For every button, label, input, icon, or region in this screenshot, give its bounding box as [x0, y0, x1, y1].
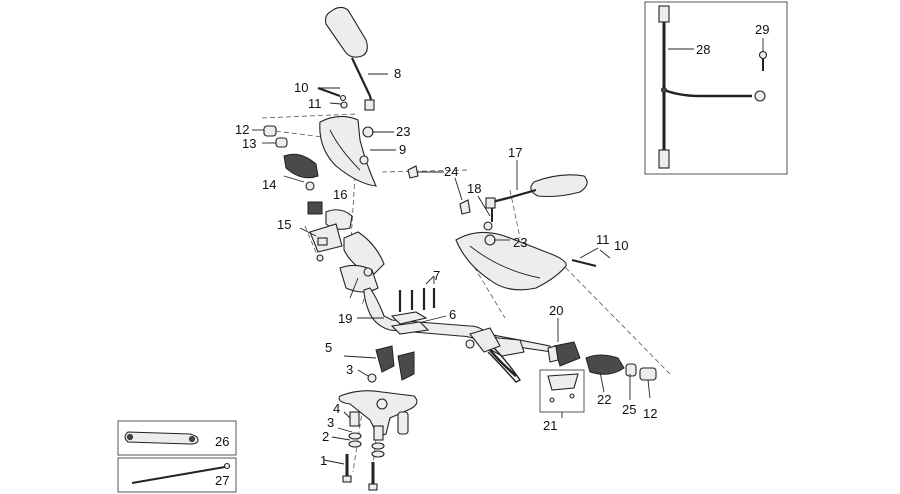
right-controls: [539, 318, 657, 418]
callout-8: 8: [394, 66, 401, 81]
left-lever-block: [339, 231, 385, 299]
triple-clamp: [338, 390, 418, 437]
inset-wiring-box: [644, 1, 788, 175]
screw-icon: [758, 50, 768, 60]
right-handguard: [455, 221, 611, 291]
callout-18: 18: [467, 181, 481, 196]
inset-cable-tie-box: [117, 457, 237, 493]
connector-top-icon: [658, 5, 670, 23]
washer-icon: [362, 126, 374, 138]
callout-17: 17: [508, 145, 522, 160]
right-brake-lever: [469, 327, 522, 383]
right-switch-icon: [553, 341, 581, 367]
callout-10-right: 10: [614, 238, 628, 253]
callout-24: 24: [444, 164, 458, 179]
callout-27: 27: [215, 473, 229, 488]
clamp-top-icon: [390, 311, 428, 325]
callout-12-left: 12: [235, 122, 249, 137]
callout-23-left: 23: [396, 124, 410, 139]
callout-3-lower: 3: [327, 415, 334, 430]
callout-4: 4: [333, 401, 340, 416]
callout-14: 14: [262, 177, 276, 192]
callout-15: 15: [277, 217, 291, 232]
callout-25: 25: [622, 402, 636, 417]
callout-13: 13: [242, 136, 256, 151]
handlebar-tube-icon: [363, 287, 553, 353]
handguard-left-icon: [319, 115, 377, 187]
callout-22: 22: [597, 392, 611, 407]
inset-tool-box: [117, 420, 237, 456]
callout-29: 29: [755, 22, 769, 37]
callout-28: 28: [696, 42, 710, 57]
right-grip-icon: [585, 354, 625, 375]
riser-left-icon: [375, 345, 395, 373]
callout-3-upper: 3: [346, 362, 353, 377]
callout-9: 9: [399, 142, 406, 157]
callout-12-right: 12: [643, 406, 657, 421]
handguard-right-icon: [455, 231, 567, 291]
spacer-icon: [349, 411, 360, 427]
callout-10-left: 10: [294, 80, 308, 95]
left-bolts: [317, 87, 348, 109]
spanner-icon: [124, 431, 199, 445]
wire-junction-icon: [661, 87, 667, 93]
callout-21: 21: [543, 418, 557, 433]
callout-11-right: 11: [596, 232, 610, 247]
callout-20: 20: [549, 303, 563, 318]
bar-end-right-icon: [639, 367, 657, 381]
callout-6: 6: [449, 307, 456, 322]
bar-end-weight-icon: [263, 125, 277, 137]
triple-clamp-icon: [338, 390, 418, 437]
cable-tie-icon: [223, 462, 231, 470]
part-24: [407, 165, 471, 215]
callout-23-right: 23: [513, 235, 527, 250]
callout-2: 2: [322, 429, 329, 444]
left-bar-end: [252, 125, 288, 148]
left-mirror: [324, 6, 388, 111]
callout-11-left: 11: [308, 96, 322, 111]
left-handguard: [319, 115, 396, 187]
callout-1: 1: [320, 453, 327, 468]
callout-26: 26: [215, 434, 229, 449]
left-grip-assembly: [283, 153, 353, 262]
callouts: 1 2 3 3 4 5 6 7 8 9 10 10 11 11 12 12 13…: [215, 22, 769, 488]
callout-5: 5: [325, 340, 332, 355]
right-mirror: [477, 160, 588, 222]
assembly-guides: [261, 113, 673, 473]
mirror-head-right-icon: [530, 174, 588, 198]
riser-right-icon: [397, 351, 415, 381]
switch-block-icon: [307, 201, 323, 215]
mirror-head-icon: [324, 6, 368, 58]
callout-7: 7: [433, 268, 440, 283]
bottom-fasteners: [323, 411, 385, 491]
connector-bottom-icon: [658, 149, 670, 169]
callout-19: 19: [338, 311, 352, 326]
callout-16: 16: [333, 187, 347, 202]
clamp-assembly: [343, 275, 447, 383]
left-grip-icon: [283, 153, 319, 179]
ring-terminal-icon: [754, 90, 766, 102]
